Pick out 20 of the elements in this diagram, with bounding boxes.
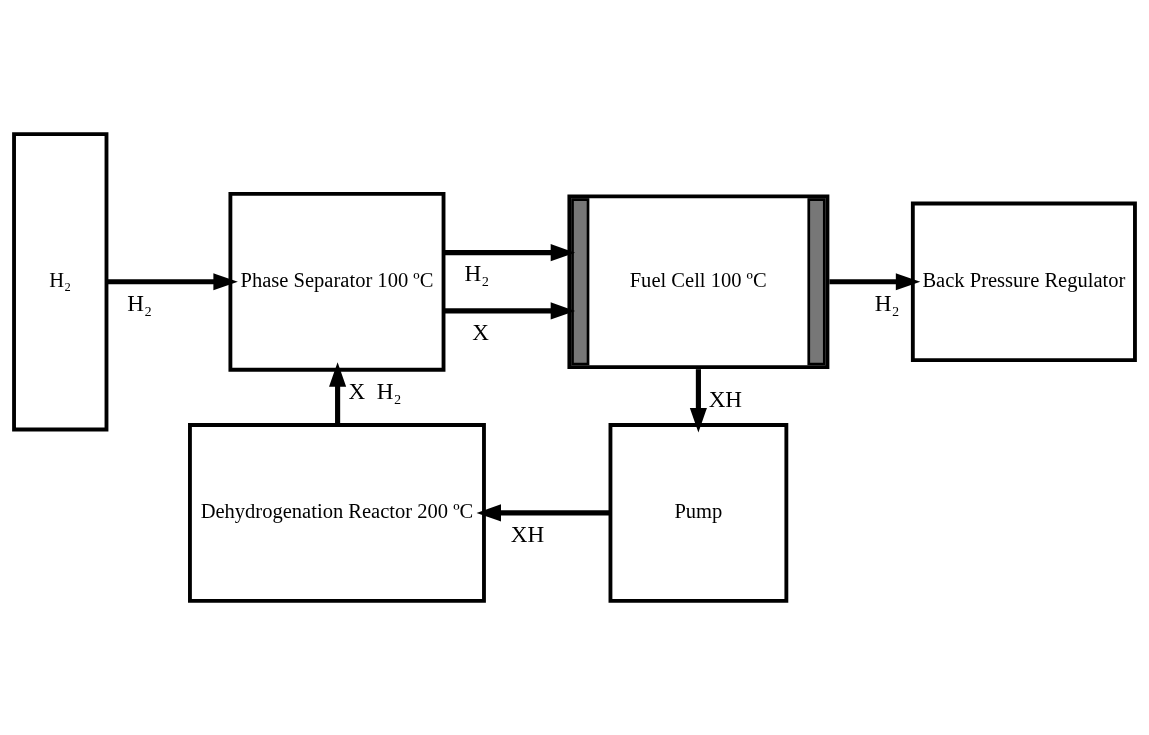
arrow [329, 362, 347, 425]
node-box: H₂ [12, 132, 109, 432]
arrow [829, 273, 921, 291]
arrow [106, 273, 238, 291]
edge-label: H₂ [464, 260, 490, 287]
edge-label: H₂ [874, 289, 900, 316]
arrow [443, 244, 576, 262]
edge-label: XH [510, 520, 545, 547]
node-box: Dehydrogenation Reactor 200 ºC [188, 423, 486, 603]
node-box: Phase Separator 100 ºC [228, 191, 446, 372]
node-box: Pump [608, 423, 789, 603]
edge-label: XH [708, 386, 743, 413]
edge-label: X H₂ [348, 377, 402, 404]
node-box: Fuel Cell 100 ºC [567, 194, 830, 370]
arrow [476, 504, 611, 522]
edge-label: X [472, 318, 489, 345]
arrow [689, 369, 707, 433]
node-box: Back Pressure Regulator [910, 201, 1137, 363]
arrow [443, 302, 576, 320]
edge-label: H₂ [127, 289, 152, 316]
